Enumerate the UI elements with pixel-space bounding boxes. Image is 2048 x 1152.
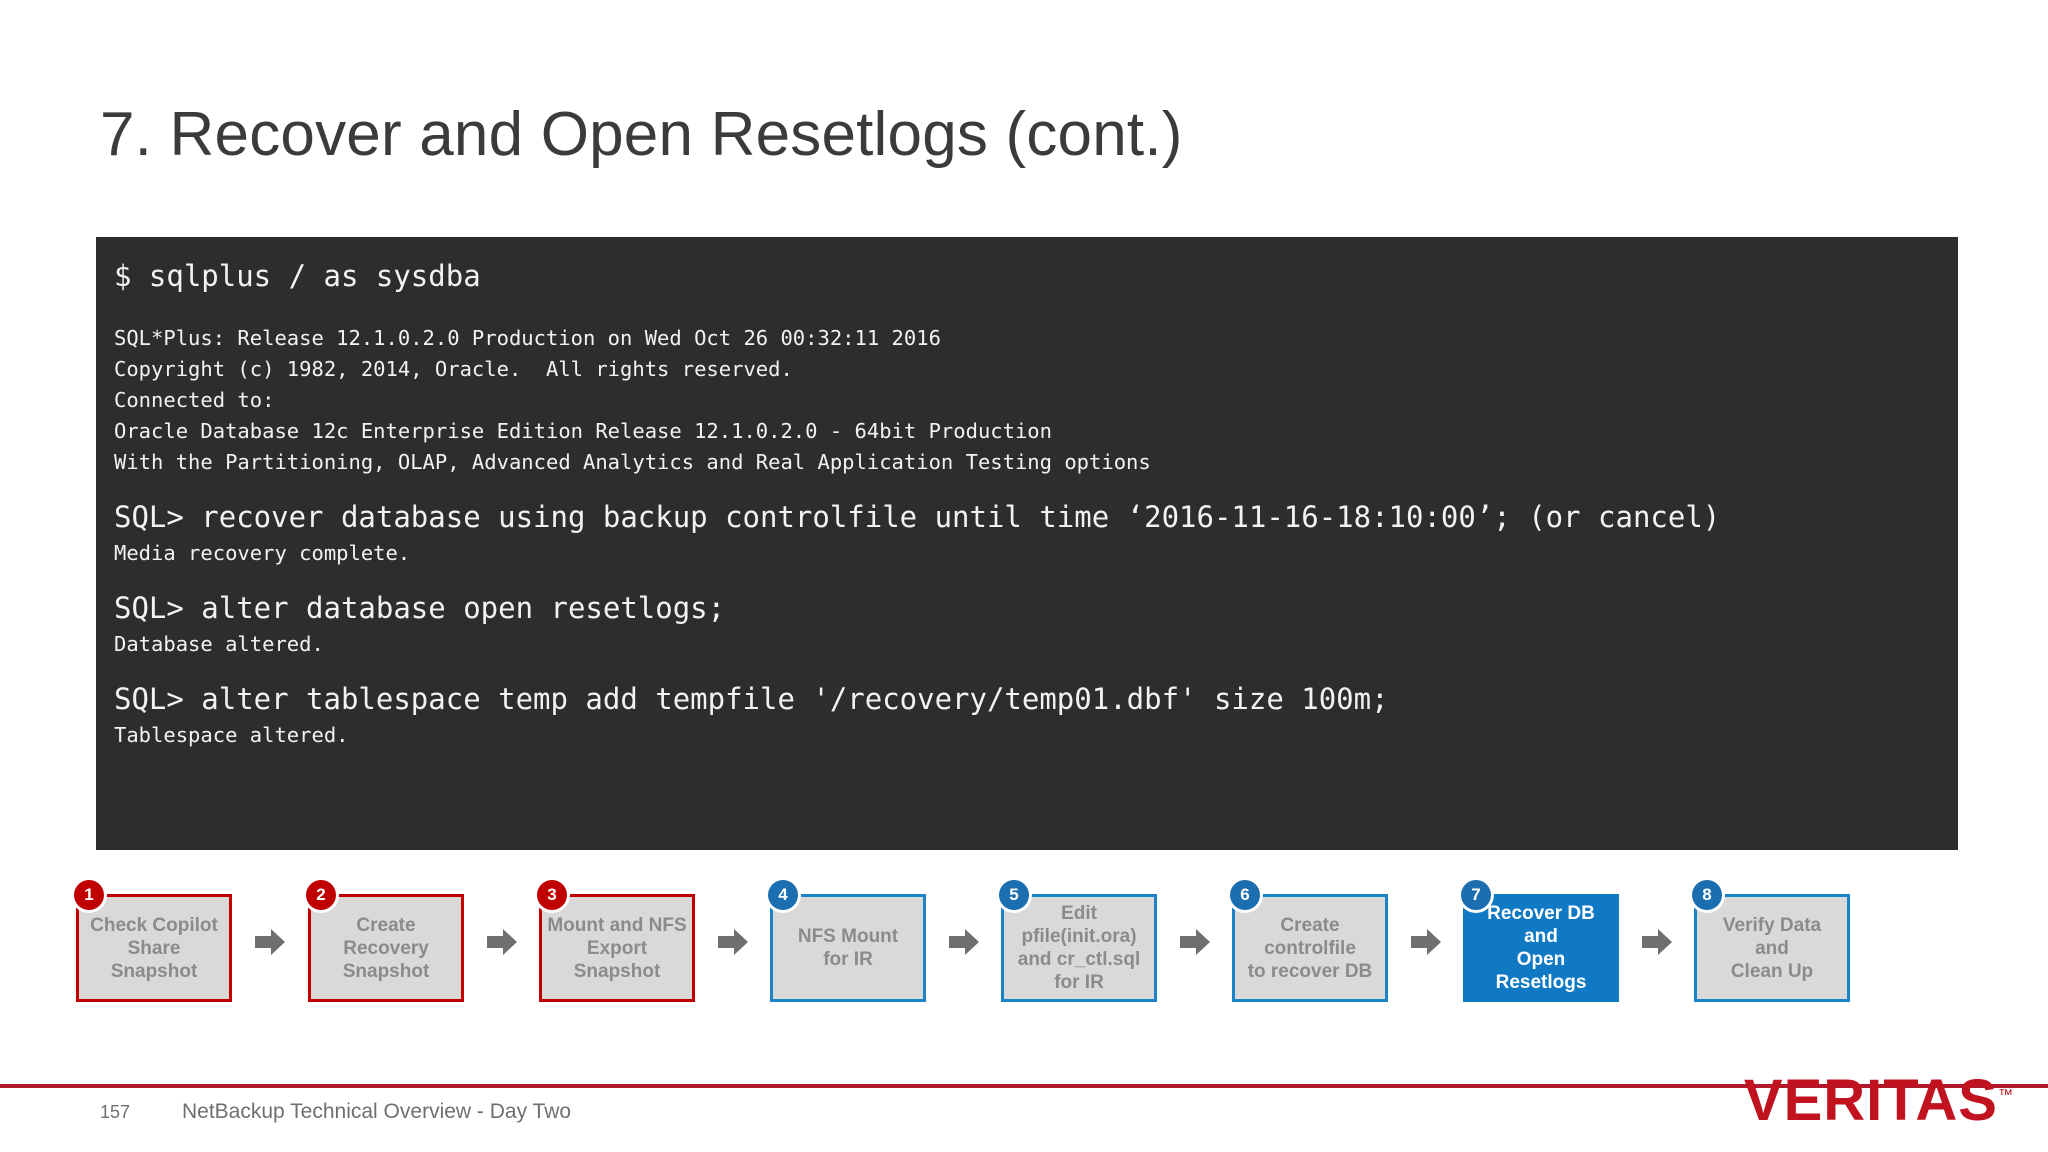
veritas-logo: VERITAS™ (1744, 1072, 2014, 1130)
flow-step-box[interactable]: Recover DB and Open Resetlogs (1463, 894, 1619, 1002)
terminal-line: Tablespace altered. (114, 723, 349, 747)
flow-arrow-icon (1179, 929, 1210, 955)
flow-step-label: Recover DB and Open Resetlogs (1487, 903, 1595, 993)
terminal-blank-line (114, 297, 1958, 323)
terminal-line: Connected to: (114, 388, 275, 412)
terminal-line: Media recovery complete. (114, 541, 411, 565)
terminal-blank-line (114, 569, 1958, 587)
footer-divider (0, 1084, 2048, 1088)
flow-step-number-badge: 7 (1461, 880, 1491, 910)
terminal-line: With the Partitioning, OLAP, Advanced An… (114, 450, 1151, 474)
flow-step-6[interactable]: Create controlfile to recover DB 6 (1230, 880, 1388, 1002)
flow-step-box[interactable]: Mount and NFS Export Snapshot (539, 894, 695, 1002)
flow-arrow-icon (1641, 929, 1672, 955)
flow-step-box[interactable]: NFS Mount for IR (770, 894, 926, 1002)
terminal-line: SQL> recover database using backup contr… (114, 500, 1721, 534)
flow-step-label: Check Copilot Share Snapshot (90, 914, 218, 982)
flow-step-1[interactable]: Check Copilot Share Snapshot 1 (74, 880, 232, 1002)
footer-page-number: 157 (100, 1102, 131, 1122)
flow-step-box[interactable]: Create controlfile to recover DB (1232, 894, 1388, 1002)
terminal-line: SQL> alter tablespace temp add tempfile … (114, 682, 1389, 716)
terminal-line: SQL> alter database open resetlogs; (114, 591, 726, 625)
flow-step-number-badge: 6 (1230, 880, 1260, 910)
flow-step-label: Mount and NFS Export Snapshot (547, 914, 687, 982)
terminal-line: Oracle Database 12c Enterprise Edition R… (114, 419, 1052, 443)
flow-step-3[interactable]: Mount and NFS Export Snapshot 3 (537, 880, 695, 1002)
terminal-line: $ sqlplus / as sysdba (114, 259, 481, 293)
terminal-blank-line (114, 478, 1958, 496)
terminal-line: Copyright (c) 1982, 2014, Oracle. All ri… (114, 357, 793, 381)
footer-deck-title: NetBackup Technical Overview - Day Two (182, 1100, 572, 1123)
flow-step-number-badge: 8 (1692, 880, 1722, 910)
flow-step-number-badge: 1 (74, 880, 104, 910)
terminal-blank-line (114, 660, 1958, 678)
trademark-symbol: ™ (1998, 1086, 2014, 1104)
page-title: 7. Recover and Open Resetlogs (cont.) (100, 100, 1183, 169)
flow-step-box[interactable]: Verify Data and Clean Up (1694, 894, 1850, 1002)
flow-step-box[interactable]: Edit pfile(init.ora) and cr_ctl.sql for … (1001, 894, 1157, 1002)
flow-step-number-badge: 3 (537, 880, 567, 910)
flow-step-label: Create Recovery Snapshot (342, 914, 430, 982)
terminal-line: Database altered. (114, 632, 324, 656)
flow-step-label: Verify Data and Clean Up (1722, 914, 1822, 982)
flow-step-label: Create controlfile to recover DB (1247, 914, 1373, 982)
flow-step-4[interactable]: NFS Mount for IR 4 (768, 880, 926, 1002)
flow-step-number-badge: 5 (999, 880, 1029, 910)
flow-step-number-badge: 4 (768, 880, 798, 910)
flow-step-label: Edit pfile(init.ora) and cr_ctl.sql for … (1017, 903, 1141, 993)
veritas-wordmark: VERITAS (1743, 1068, 1998, 1133)
flow-step-number-badge: 2 (306, 880, 336, 910)
flow-step-box[interactable]: Create Recovery Snapshot (308, 894, 464, 1002)
flow-step-box[interactable]: Check Copilot Share Snapshot (76, 894, 232, 1002)
flow-arrow-icon (486, 929, 517, 955)
flow-arrow-icon (1410, 929, 1441, 955)
flow-arrow-icon (255, 929, 285, 955)
flow-arrow-icon (948, 929, 979, 955)
flow-step-5[interactable]: Edit pfile(init.ora) and cr_ctl.sql for … (999, 880, 1157, 1002)
flow-step-label: NFS Mount for IR (797, 926, 899, 970)
flow-arrow-icon (717, 929, 748, 955)
terminal-line: SQL*Plus: Release 12.1.0.2.0 Production … (114, 326, 941, 350)
